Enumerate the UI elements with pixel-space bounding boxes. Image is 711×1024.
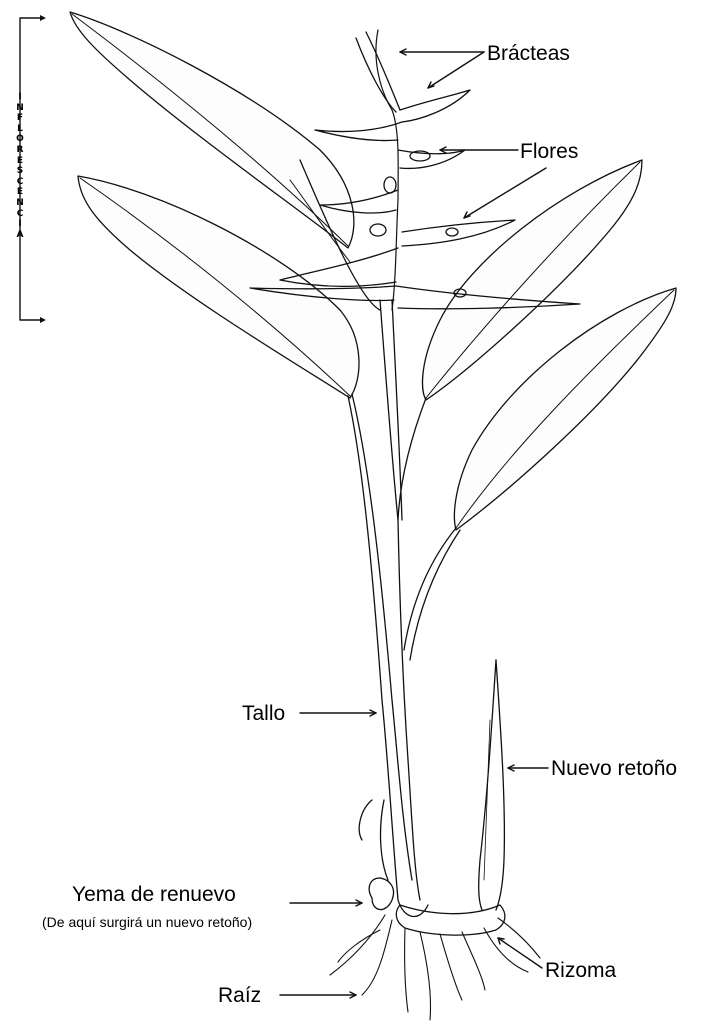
inflorescencia-letter: C [13, 209, 27, 220]
label-tallo: Tallo [242, 703, 285, 724]
main-stem [300, 160, 428, 916]
inflorescencia-vertical-label: I N F L O R E S C E N C I A [13, 92, 27, 240]
label-nuevo-retono: Nuevo retoño [551, 758, 677, 779]
inflorescencia-letter: F [13, 113, 27, 124]
inflorescencia-letter: E [13, 187, 27, 198]
inflorescencia-letter: N [13, 198, 27, 209]
renewal-bud [359, 800, 393, 910]
label-raiz: Raíz [218, 985, 261, 1006]
inflorescencia-letter: C [13, 177, 27, 188]
inflorescencia-letter: E [13, 156, 27, 167]
roots [330, 915, 540, 1020]
inflorescencia-letter: I [13, 92, 27, 103]
inflorescencia-letter: R [13, 145, 27, 156]
inflorescencia-letter: N [13, 103, 27, 114]
label-bracteas: Brácteas [487, 43, 570, 64]
label-rizoma: Rizoma [545, 960, 616, 981]
label-flores: Flores [520, 141, 578, 162]
rhizome [396, 905, 505, 935]
inflorescencia-letter: A [13, 230, 27, 241]
inflorescencia-letter: I [13, 219, 27, 230]
inflorescencia-letter: O [13, 134, 27, 145]
label-yema-de-renuevo: Yema de renuevo [72, 884, 236, 905]
inflorescencia-letter: S [13, 166, 27, 177]
label-yema-note: (De aquí surgirá un nuevo retoño) [42, 915, 252, 929]
inflorescencia-letter: L [13, 124, 27, 135]
petioles [348, 394, 460, 700]
new-shoot [479, 660, 505, 910]
